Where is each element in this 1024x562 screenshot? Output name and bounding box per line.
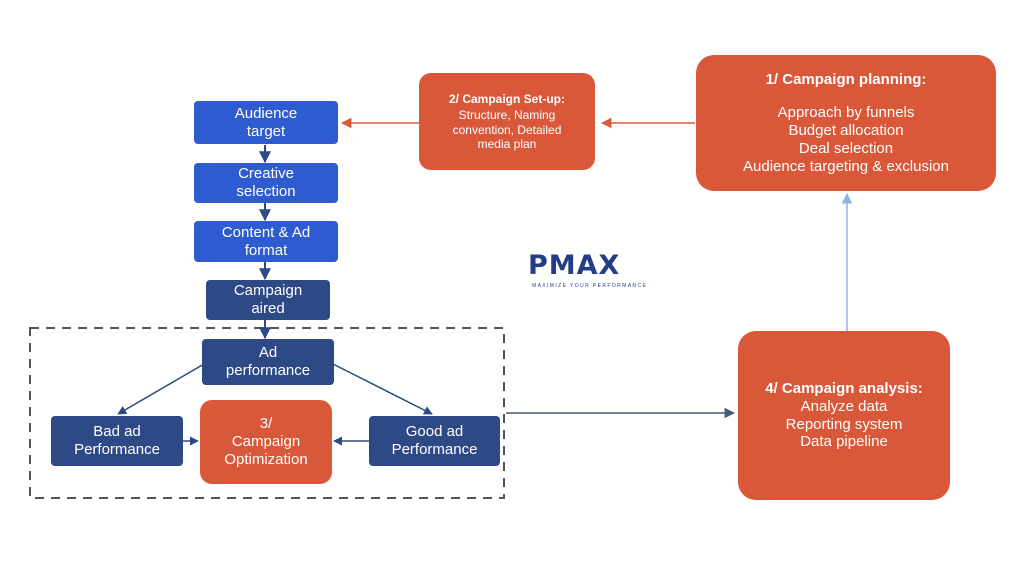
campaign-analysis-item: Reporting system bbox=[785, 415, 903, 433]
campaign-analysis-node: 4/ Campaign analysis: Analyze data Repor… bbox=[738, 331, 950, 500]
campaign-planning-title: 1/ Campaign planning: bbox=[765, 70, 927, 88]
optimization-region bbox=[29, 327, 505, 499]
campaign-planning-item: Approach by funnels bbox=[777, 104, 915, 122]
pmax-logo-tagline: MAXIMIZE YOUR PERFORMANCE bbox=[532, 283, 648, 289]
pmax-logo-text: PMAX bbox=[528, 250, 621, 281]
campaign-optimization-node: 3/ Campaign Optimization bbox=[200, 400, 332, 484]
content-ad-format-node: Content & Ad format bbox=[194, 221, 338, 262]
campaign-analysis-item: Analyze data bbox=[800, 397, 888, 415]
campaign-planning-item: Deal selection bbox=[798, 139, 894, 157]
campaign-setup-body: Structure, Naming convention, Detailed m… bbox=[452, 108, 562, 151]
ad-performance-node: Ad performance bbox=[202, 339, 334, 385]
pmax-logo: PMAX MAXIMIZE YOUR PERFORMANCE bbox=[528, 250, 652, 292]
good-ad-performance-node: Good ad Performance bbox=[369, 416, 500, 466]
campaign-aired-node: Campaign aired bbox=[206, 280, 330, 320]
arrow-adperf-to-good bbox=[332, 363, 433, 415]
campaign-setup-title: 2/ Campaign Set-up: bbox=[448, 92, 565, 107]
campaign-setup-node: 2/ Campaign Set-up: Structure, Naming co… bbox=[419, 73, 595, 170]
campaign-analysis-title: 4/ Campaign analysis: bbox=[765, 380, 923, 398]
audience-target-node: Audience target bbox=[194, 101, 338, 144]
arrow-adperf-to-bad bbox=[117, 363, 205, 415]
campaign-planning-item: Budget allocation bbox=[788, 122, 904, 140]
creative-selection-node: Creative selection bbox=[194, 163, 338, 203]
campaign-analysis-item: Data pipeline bbox=[800, 433, 888, 451]
campaign-planning-item: Audience targeting & exclusion bbox=[743, 157, 949, 175]
bad-ad-performance-node: Bad ad Performance bbox=[51, 416, 183, 466]
campaign-planning-node: 1/ Campaign planning: Approach by funnel… bbox=[696, 55, 996, 191]
